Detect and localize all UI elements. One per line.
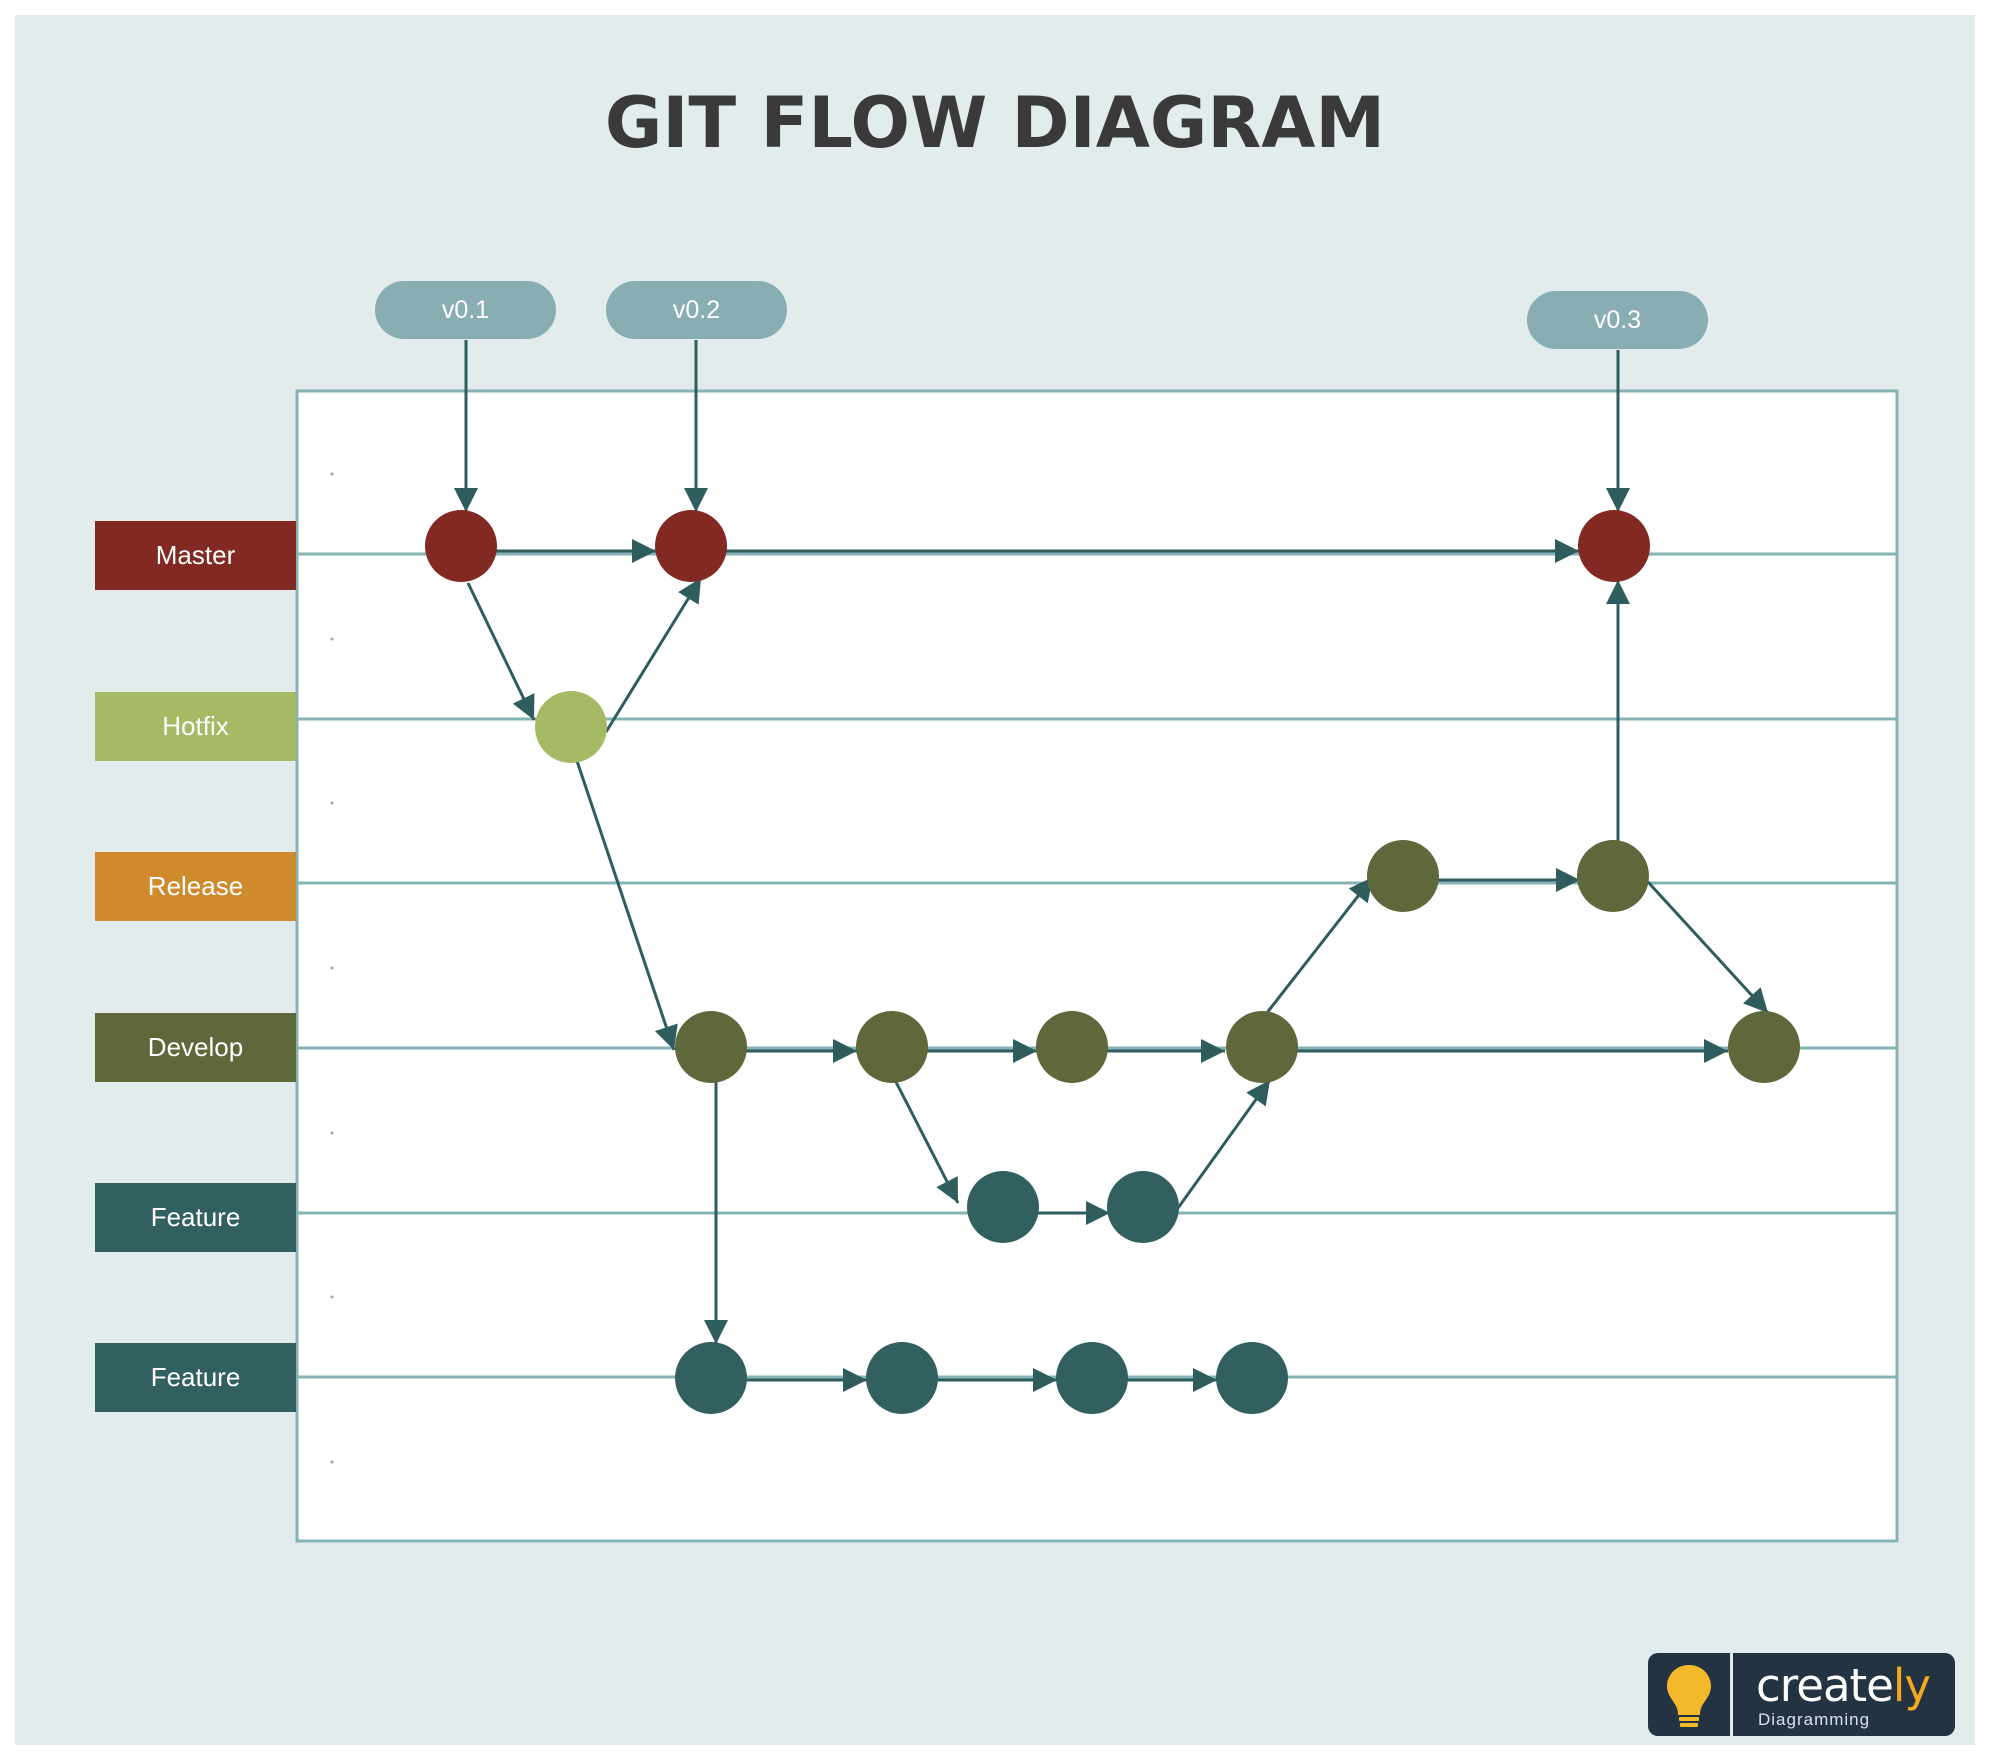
flow-hotfix-to-master-2 [604, 577, 703, 733]
lane-label-release: Release [95, 852, 296, 921]
lane-label-feature-1: Feature [95, 1183, 296, 1252]
lane-label-hotfix: Hotfix [95, 692, 296, 761]
version-tag-v02: v0.2 [606, 281, 787, 339]
commit-feature-b3[interactable] [1056, 1342, 1128, 1414]
commit-hotfix-1[interactable] [535, 691, 607, 763]
commit-release-2[interactable] [1577, 840, 1649, 912]
commit-master-2[interactable] [655, 510, 727, 582]
lane-label-develop: Develop [95, 1013, 296, 1082]
commit-feature-a1[interactable] [967, 1171, 1039, 1243]
logo-brand: creately [1756, 1659, 1931, 1712]
commit-feature-b4[interactable] [1216, 1342, 1288, 1414]
lightbulb-icon [1667, 1665, 1711, 1727]
commit-develop-2[interactable] [856, 1011, 928, 1083]
commit-develop-3[interactable] [1036, 1011, 1108, 1083]
logo-tagline: Diagramming [1758, 1710, 1871, 1729]
commit-develop-1[interactable] [675, 1011, 747, 1083]
creately-logo: creately Diagramming [1648, 1653, 1955, 1736]
flow-master-1-to-hotfix [466, 582, 536, 721]
lane-label-feature-2: Feature [95, 1343, 296, 1412]
diagram-title: GIT FLOW DIAGRAM [604, 82, 1386, 164]
commit-release-1[interactable] [1367, 840, 1439, 912]
flow-develop-4-to-release-1 [1264, 876, 1375, 1015]
commit-feature-a2[interactable] [1107, 1171, 1179, 1243]
commit-develop-4[interactable] [1226, 1011, 1298, 1083]
commit-feature-b1[interactable] [675, 1342, 747, 1414]
guide-dot [330, 637, 334, 641]
flow-release-2-to-develop-5 [1646, 880, 1770, 1015]
commit-master-1[interactable] [425, 510, 497, 582]
flow-feature-a2-to-develop-4 [1176, 1079, 1272, 1209]
guide-dot [330, 1460, 334, 1464]
guide-dot [330, 1131, 334, 1135]
guide-dot [330, 472, 334, 476]
flow-develop-2-to-feature-a1 [894, 1081, 960, 1204]
guide-dot [330, 966, 334, 970]
lane-label-master: Master [95, 521, 296, 590]
version-tag-v03: v0.3 [1527, 291, 1708, 349]
logo-icon-box [1648, 1653, 1733, 1736]
version-tag-v01: v0.1 [375, 281, 556, 339]
commit-feature-b2[interactable] [866, 1342, 938, 1414]
commit-develop-5[interactable] [1728, 1011, 1800, 1083]
guide-dot [330, 801, 334, 805]
commit-master-3[interactable] [1578, 510, 1650, 582]
guide-dot [330, 1295, 334, 1299]
flow-hotfix-to-develop [574, 757, 678, 1051]
